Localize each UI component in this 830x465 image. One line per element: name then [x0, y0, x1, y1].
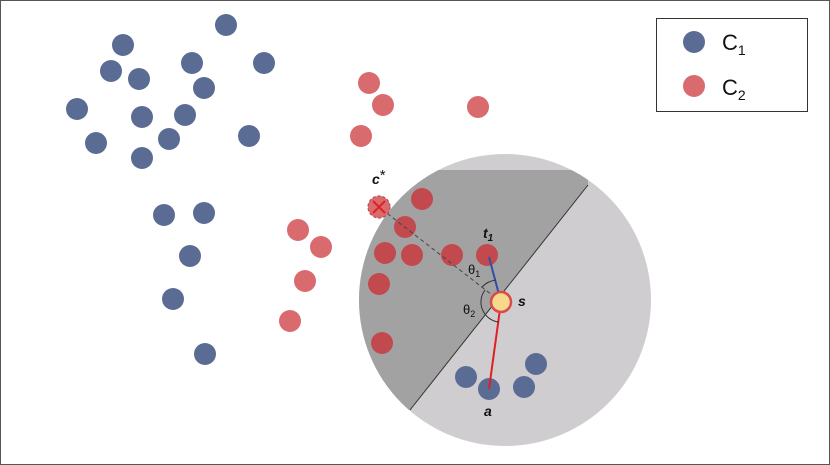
c1-point: [131, 147, 153, 169]
s-label: s: [518, 293, 526, 309]
c2-point: [441, 244, 463, 266]
legend-c1-swatch: [683, 31, 705, 53]
c1-point: [112, 34, 134, 56]
legend-c2-label: C2: [722, 75, 746, 103]
c1-point: [525, 353, 547, 375]
c2-point: [358, 72, 380, 94]
legend-c1-label: C1: [722, 30, 746, 58]
c1-point: [153, 204, 175, 226]
legend: C1 C2: [656, 18, 808, 112]
c2-point: [294, 270, 316, 292]
c2-point: [374, 242, 396, 264]
c2-point: [310, 236, 332, 258]
theta2-label: θ2: [463, 302, 475, 319]
t1-point: [476, 244, 498, 266]
c2-point: [411, 188, 433, 210]
c2-point: [467, 96, 489, 118]
c-star-label: c*: [372, 167, 386, 187]
c1-point: [162, 288, 184, 310]
c1-point: [179, 245, 201, 267]
disc-dark-region: [359, 170, 588, 410]
c-star-cross-icon: [372, 200, 386, 214]
c1-point: [215, 14, 237, 36]
c2-point: [350, 125, 372, 147]
c1-point: [158, 128, 180, 150]
c-star-point: [367, 195, 391, 219]
c1-point: [253, 52, 275, 74]
c2-point: [279, 310, 301, 332]
c1-point: [128, 68, 150, 90]
t1-label: t1: [483, 225, 494, 244]
c2-point: [401, 244, 423, 266]
c1-point: [455, 366, 477, 388]
c1-point: [100, 60, 122, 82]
query-point-s: [489, 290, 513, 314]
c1-point: [194, 343, 216, 365]
c2-point: [372, 94, 394, 116]
c1-point: [131, 106, 153, 128]
a-label: a: [484, 403, 492, 419]
legend-c2-swatch: [683, 75, 705, 97]
line-s-to-a: [488, 301, 502, 390]
cluster-c2-points: [279, 72, 489, 332]
c1-point: [174, 104, 196, 126]
c1-point: [513, 376, 535, 398]
theta2-arc: [480, 289, 500, 323]
dashed-line-s-to-c-star: [378, 206, 502, 303]
c1-point: [193, 202, 215, 224]
theta1-label: θ1: [468, 262, 480, 279]
c2-point: [287, 219, 309, 241]
c1-point: [238, 125, 260, 147]
legend-box: [656, 18, 808, 112]
c1-point: [66, 98, 88, 120]
c2-point: [371, 332, 393, 354]
c2-point: [368, 273, 390, 295]
theta1-arc: [481, 279, 497, 288]
c1-point: [193, 77, 215, 99]
c1-point: [85, 132, 107, 154]
cluster-c1-points: [66, 14, 547, 398]
c1-point: [181, 52, 203, 74]
